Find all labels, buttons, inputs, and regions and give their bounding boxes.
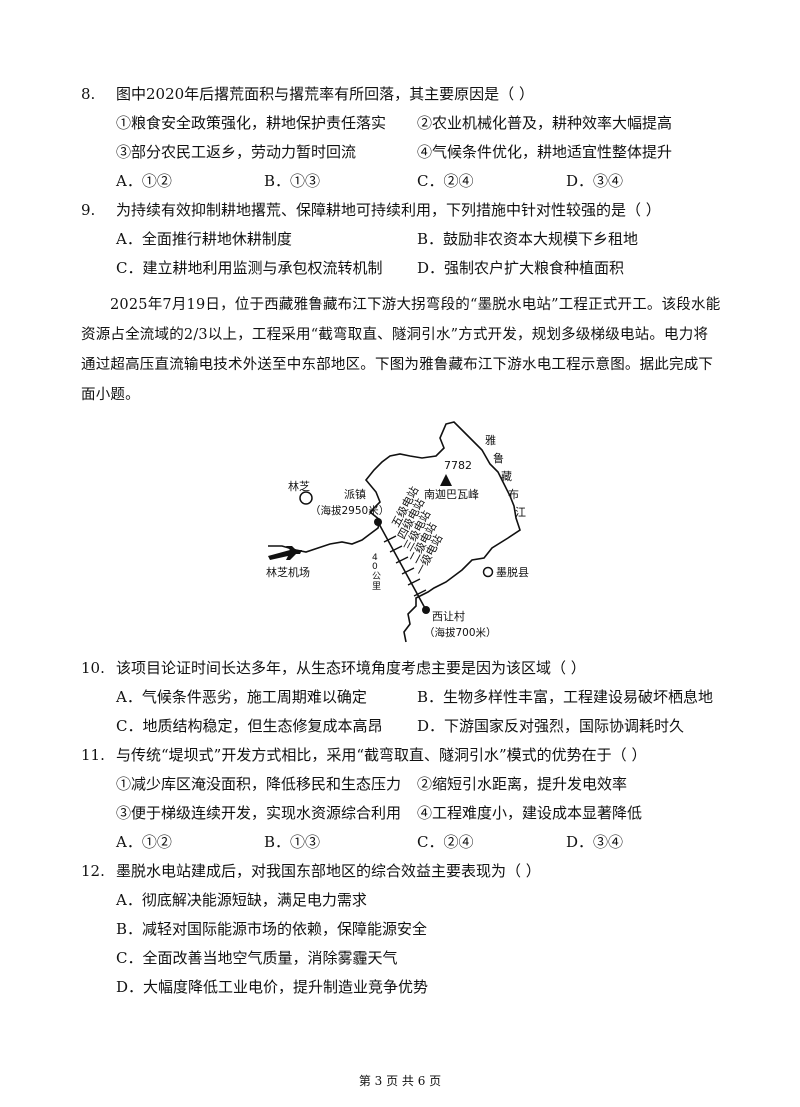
q10-option-d[interactable]: D．下游国家反对强烈，国际协调耗时久 [417,717,685,735]
q10-option-a[interactable]: A．气候条件恶劣，施工周期难以确定 [116,688,367,706]
q11-option-a[interactable]: A．①② [116,833,172,851]
scale-char-1: 4 [372,553,378,563]
q9-option-c[interactable]: C．建立耕地利用监测与承包权流转机制 [116,259,383,277]
q11-number: 11. [81,746,105,764]
tunnel-line [377,521,427,611]
xirang-altitude: （海拔700米） [424,626,497,639]
q10-option-b[interactable]: B．生物多样性丰富，工程建设易破坏栖息地 [417,688,714,706]
q9-option-a[interactable]: A．全面推行耕地休耕制度 [116,230,292,248]
hydropower-map: 7782 南迦巴瓦峰 雅 鲁 藏 布 江 林芝 派镇 （海拔2950米） 林芝机… [266,421,529,643]
q12-option-a[interactable]: A．彻底解决能源短缺，满足电力需求 [116,891,367,909]
q11-stem: 与传统“堤坝式”开发方式相比，采用“截弯取直、隧洞引水”模式的优势在于（ ） [116,746,647,764]
station-ticks [383,535,427,597]
airport-label: 林芝机场 [266,565,310,579]
q11-option-c[interactable]: C．②④ [417,833,474,851]
paizhen-altitude: （海拔2950米） [310,504,389,517]
peak-value: 7782 [444,459,472,472]
q11-option-b[interactable]: B．①③ [264,833,321,851]
xirang-label: 西让村 [432,609,465,623]
xirang-dot-icon [422,606,430,614]
q9-option-b[interactable]: B．鼓励非农资本大规模下乡租地 [417,230,639,248]
scale-char-2: 0 [372,562,378,572]
q10-option-c[interactable]: C．地质结构稳定，但生态修复成本高昂 [116,717,383,735]
q11-statement-4: ④工程难度小，建设成本显著降低 [417,804,643,822]
q8-option-c[interactable]: C．②④ [417,172,474,190]
q11-statement-3: ③便于梯级连续开发，实现水资源综合利用 [116,804,402,822]
q8-statement-3: ③部分农民工返乡，劳动力暂时回流 [116,143,357,161]
q10-number: 10. [81,659,105,677]
scale-char-4: 里 [372,581,381,592]
q8-option-a[interactable]: A．①② [116,172,172,190]
q12-option-c[interactable]: C．全面改善当地空气质量，消除雾霾天气 [116,949,398,967]
river-char-4: 布 [508,488,519,501]
q8-option-d[interactable]: D．③④ [566,172,624,190]
q12-option-d[interactable]: D．大幅度降低工业电价，提升制造业竞争优势 [116,978,429,996]
q11-statement-1: ①减少库区淹没面积，降低移民和生态压力 [116,775,402,793]
river-char-2: 鲁 [493,451,504,465]
q8-statement-1: ①粮食安全政策强化，耕地保护责任落实 [116,114,387,132]
q8-statement-2: ②农业机械化普及，耕种效率大幅提高 [417,114,673,132]
paizhen-label: 派镇 [344,487,366,501]
paizhen-dot-icon [374,518,382,526]
page-footer: 第 3 页 共 6 页 [358,1074,442,1088]
q12-stem: 墨脱水电站建成后，对我国东部地区的综合效益主要表现为（ ） [116,862,541,880]
river-char-1: 雅 [485,433,496,447]
nyingchi-city-icon [299,491,313,505]
q9-option-d[interactable]: D．强制农户扩大粮食种植面积 [417,259,625,277]
q9-number: 9. [81,201,96,219]
peak-triangle-icon [440,474,452,486]
q8-stem: 图中2020年后撂荒面积与撂荒率有所回落，其主要原因是（ ） [116,85,534,103]
airplane-icon [268,546,302,560]
q8-number: 8. [81,85,96,103]
medog-label: 墨脱县 [496,565,529,579]
q10-stem: 该项目论证时间长达多年，从生态环境角度考虑主要是因为该区域（ ） [116,659,586,677]
q8-option-b[interactable]: B．①③ [264,172,321,190]
q12-number: 12. [81,862,105,880]
q11-option-d[interactable]: D．③④ [566,833,624,851]
peak-name: 南迦巴瓦峰 [424,488,479,501]
passage-text: 2025年7月19日，位于西藏雅鲁藏布江下游大拐弯段的“墨脱水电站”工程正式开工… [81,297,721,403]
q12-option-b[interactable]: B．减轻对国际能源市场的依赖，保障能源安全 [116,920,428,938]
q9-stem: 为持续有效抑制耕地撂荒、保障耕地可持续利用，下列措施中针对性较强的是（ ） [116,201,661,219]
q8-statement-4: ④气候条件优化，耕地适宜性整体提升 [417,143,673,161]
scale-char-3: 公 [372,571,381,582]
river-char-3: 藏 [501,470,512,483]
q11-statement-2: ②缩短引水距离，提升发电效率 [417,775,628,793]
nyingchi-label: 林芝 [288,479,310,493]
medog-city-icon [482,566,494,578]
river-char-5: 江 [515,506,526,519]
river-line [268,421,521,643]
